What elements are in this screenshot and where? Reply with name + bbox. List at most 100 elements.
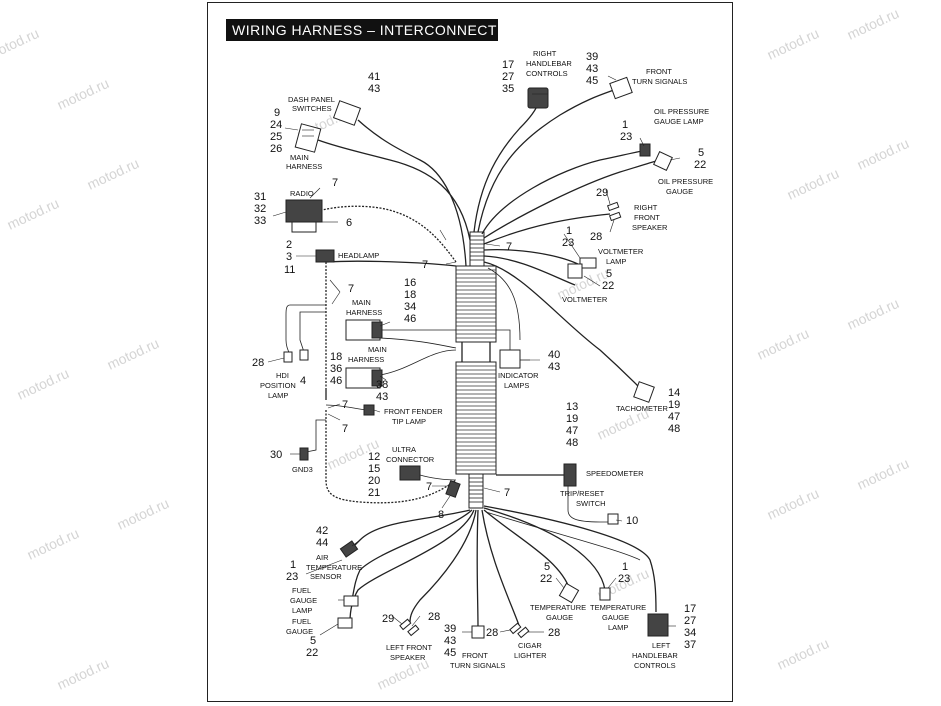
main-harness-mid-label-2: HARNESS <box>346 308 382 317</box>
dash-panel-label-2: SWITCHES <box>292 104 332 113</box>
left-handlebar-num-4: 37 <box>684 639 696 651</box>
radio-num-7: 7 <box>332 177 338 189</box>
front-turn-top-num-2: 43 <box>586 63 598 75</box>
oil-lamp-label-1: OIL PRESSURE <box>654 107 709 116</box>
speedometer-num-3: 47 <box>566 425 578 437</box>
temp-gauge-num-2: 22 <box>540 573 552 585</box>
svg-text:motod.ru: motod.ru <box>55 655 112 693</box>
trip-reset-num: 10 <box>626 515 638 527</box>
temp-lamp-label-3: LAMP <box>608 623 628 632</box>
main-harness-mid-num-1: 16 <box>404 277 416 289</box>
tachometer-num-1: 14 <box>668 387 680 399</box>
hdi-label-2: POSITION <box>260 381 296 390</box>
dash-panel-num-1: 41 <box>368 71 380 83</box>
main-harness-low-connector <box>345 367 383 389</box>
oil-lamp-num-2: 23 <box>620 131 632 143</box>
voltmeter-lamp-num-2: 23 <box>562 237 574 249</box>
oil-gauge-num-2: 22 <box>694 159 706 171</box>
front-turn-bottom-num-3: 45 <box>444 647 456 659</box>
svg-text:motod.ru: motod.ru <box>765 485 822 523</box>
radio-num-3: 33 <box>254 215 266 227</box>
hdi-num-1: 28 <box>252 357 264 369</box>
oil-gauge-num-1: 5 <box>698 147 704 159</box>
main-harness-low-label-1: MAIN <box>368 345 387 354</box>
main-harness-top-label-2: HARNESS <box>286 162 322 171</box>
gnd3-num: 30 <box>270 449 282 461</box>
svg-text:motod.ru: motod.ru <box>85 155 142 193</box>
hdi-position-lamp-socket <box>283 349 309 363</box>
voltmeter-connector <box>567 263 583 279</box>
radio-num-2: 32 <box>254 203 266 215</box>
svg-text:motod.ru: motod.ru <box>755 325 812 363</box>
main-harness-top-num-1: 9 <box>274 107 280 119</box>
ultra-label-2: CONNECTOR <box>386 455 435 464</box>
right-speaker-num-2: 28 <box>590 231 602 243</box>
left-speaker-num-2: 28 <box>428 611 440 623</box>
main-harness-top-label-1: MAIN <box>290 153 309 162</box>
main-harness-top-connector <box>294 123 322 153</box>
air-temp-label-3: SENSOR <box>310 572 342 581</box>
svg-text:motod.ru: motod.ru <box>25 525 82 563</box>
air-temp-label-1: AIR <box>316 553 329 562</box>
callout-7-f: 7 <box>342 423 348 435</box>
indicator-label-2: LAMPS <box>504 381 529 390</box>
left-handlebar-num-1: 17 <box>684 603 696 615</box>
tachometer-num-2: 19 <box>668 399 680 411</box>
right-handlebar-label-3: CONTROLS <box>526 69 568 78</box>
headlamp-connector <box>315 249 335 263</box>
oil-pressure-lamp-socket <box>639 143 651 157</box>
fuel-gauge-lamp-socket <box>343 595 359 607</box>
radio-num-6: 6 <box>346 217 352 229</box>
temp-gauge-num-1: 5 <box>544 561 550 573</box>
tachometer-label: TACHOMETER <box>616 404 669 413</box>
fuel-lamp-label-2: GAUGE <box>290 596 317 605</box>
ultra-num-4: 21 <box>368 487 380 499</box>
main-harness-low-num-1: 18 <box>330 351 342 363</box>
diagram-title: WIRING HARNESS – INTERCONNECT <box>226 19 498 41</box>
oil-gauge-label-2: GAUGE <box>666 187 693 196</box>
svg-text:motod.ru: motod.ru <box>0 25 41 63</box>
callout-8: 8 <box>438 509 444 521</box>
main-harness-mid-connector <box>345 319 383 341</box>
right-speaker-num-1: 29 <box>596 187 608 199</box>
main-harness-top-num-4: 26 <box>270 143 282 155</box>
headlamp-num-3: 11 <box>284 264 295 276</box>
radio-connector <box>285 199 323 233</box>
svg-text:motod.ru: motod.ru <box>855 455 912 493</box>
tachometer-connector <box>633 381 655 403</box>
cigar-num-2: 28 <box>548 627 560 639</box>
left-speaker-label-2: SPEAKER <box>390 653 426 662</box>
right-speaker-label-2: FRONT <box>634 213 660 222</box>
left-handlebar-num-2: 27 <box>684 615 696 627</box>
indicator-lamps-block <box>499 349 521 369</box>
cigar-lighter-terminals <box>509 622 530 639</box>
watermark-layer: motod.ru motod.ru motod.ru motod.ru moto… <box>0 5 911 693</box>
main-harness-mid-num-4: 46 <box>404 313 416 325</box>
trip-reset-label-1: TRIP/RESET <box>560 489 605 498</box>
callout-7-c: 7 <box>506 241 512 253</box>
svg-text:motod.ru: motod.ru <box>55 75 112 113</box>
temp-gauge-label-2: GAUGE <box>546 613 573 622</box>
fuel-lamp-num-1: 1 <box>290 559 296 571</box>
ultra-num-3: 20 <box>368 475 380 487</box>
fuel-lamp-num-2: 23 <box>286 571 298 583</box>
front-fender-tip-lamp-connector <box>363 404 375 416</box>
voltmeter-lamp-label-2: LAMP <box>606 257 626 266</box>
indicator-num-2: 43 <box>548 361 560 373</box>
left-speaker-label-1: LEFT FRONT <box>386 643 433 652</box>
svg-text:motod.ru: motod.ru <box>105 335 162 373</box>
speedometer-num-4: 48 <box>566 437 578 449</box>
trip-reset-label-2: SWITCH <box>576 499 606 508</box>
components <box>283 76 673 639</box>
callout-7-d: 7 <box>348 283 354 295</box>
gnd3-label: GND3 <box>292 465 313 474</box>
right-handlebar-label-2: HANDLEBAR <box>526 59 572 68</box>
hdi-label-3: LAMP <box>268 391 288 400</box>
callout-7-e: 7 <box>342 399 348 411</box>
right-speaker-terminals <box>606 201 622 222</box>
fuel-gauge-num-2: 22 <box>306 647 318 659</box>
air-temperature-sensor <box>339 540 359 558</box>
radio-label: RADIO <box>290 189 314 198</box>
tachometer-num-4: 48 <box>668 423 680 435</box>
front-turn-bottom-label-2: TURN SIGNALS <box>450 661 505 670</box>
